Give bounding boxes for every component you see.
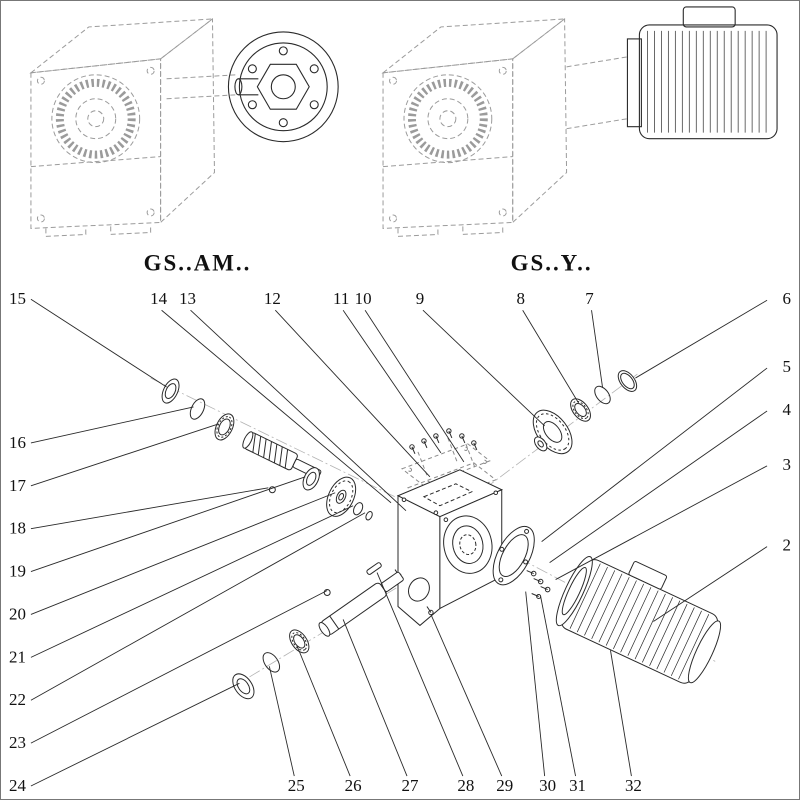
callout-23: 23 bbox=[9, 733, 26, 752]
leader-line-5 bbox=[541, 367, 768, 543]
motor-front-flange bbox=[626, 38, 642, 128]
spacer-ring bbox=[365, 510, 373, 521]
leader-line-9 bbox=[422, 309, 545, 427]
input-shaft-seal bbox=[161, 378, 180, 404]
callout-15: 15 bbox=[9, 289, 26, 308]
leader-line-12 bbox=[274, 309, 431, 478]
shim-ring bbox=[617, 370, 638, 392]
leader-line-21 bbox=[30, 505, 354, 658]
leader-line-3 bbox=[555, 465, 768, 580]
gearbox-housing-sketch-2 bbox=[381, 17, 628, 237]
leader-line-19 bbox=[30, 476, 306, 572]
leader-line-32 bbox=[610, 650, 632, 777]
callout-8: 8 bbox=[516, 289, 524, 308]
leader-line-20 bbox=[30, 492, 336, 615]
callout-3: 3 bbox=[783, 455, 791, 474]
callout-26: 26 bbox=[345, 776, 362, 795]
motor-flange bbox=[492, 525, 535, 586]
figure-caption-gs-y: GS..Y.. bbox=[511, 250, 593, 275]
callout-31: 31 bbox=[569, 776, 586, 795]
leader-line-15 bbox=[30, 298, 167, 388]
callout-22: 22 bbox=[9, 690, 26, 709]
leader-line-28 bbox=[376, 572, 464, 777]
callout-16: 16 bbox=[9, 433, 26, 452]
leader-line-16 bbox=[30, 406, 194, 444]
input-bearing-inner bbox=[302, 467, 320, 491]
leader-line-8 bbox=[522, 309, 579, 404]
exploded-view: 1514131211109876543216171819202122232425… bbox=[9, 289, 792, 795]
callout-7: 7 bbox=[585, 289, 593, 308]
callout-9: 9 bbox=[416, 289, 424, 308]
output-flange-solid bbox=[227, 31, 339, 143]
leader-line-2 bbox=[653, 546, 768, 622]
gear-bore bbox=[537, 440, 544, 448]
motor bbox=[555, 556, 722, 684]
leader-line-6 bbox=[635, 299, 768, 379]
output-seal bbox=[232, 673, 255, 700]
leader-line-13 bbox=[190, 309, 407, 512]
shaft-key bbox=[366, 562, 382, 575]
callout-20: 20 bbox=[9, 604, 26, 623]
worm-shaft bbox=[242, 431, 322, 479]
leader-line-30 bbox=[525, 591, 546, 777]
leader-line-24 bbox=[30, 682, 240, 787]
gear-housing bbox=[396, 469, 503, 627]
output-shaft bbox=[318, 571, 404, 637]
callout-12: 12 bbox=[264, 289, 281, 308]
callout-18: 18 bbox=[9, 519, 26, 538]
callout-27: 27 bbox=[402, 776, 419, 795]
gear-hub bbox=[533, 436, 548, 452]
leader-line-11 bbox=[342, 309, 442, 454]
input-retaining-ring bbox=[189, 398, 206, 420]
leader-line-4 bbox=[549, 410, 768, 563]
callout-14: 14 bbox=[150, 289, 167, 308]
gear-circlip bbox=[594, 385, 611, 405]
gearbox-housing-sketch bbox=[29, 17, 237, 237]
output-circlip bbox=[262, 652, 281, 673]
figure-gs-y: GS..Y.. bbox=[381, 6, 778, 275]
callout-11: 11 bbox=[333, 289, 349, 308]
callout-2: 2 bbox=[783, 536, 791, 555]
leader-line-17 bbox=[30, 423, 219, 487]
callout-28: 28 bbox=[457, 776, 474, 795]
leader-line-22 bbox=[30, 512, 366, 701]
output-bearing bbox=[289, 629, 310, 654]
callout-5: 5 bbox=[783, 357, 791, 376]
callout-13: 13 bbox=[179, 289, 196, 308]
callout-29: 29 bbox=[496, 776, 513, 795]
callout-21: 21 bbox=[9, 647, 26, 666]
figure-caption-gs-am: GS..AM.. bbox=[144, 250, 252, 275]
callout-32: 32 bbox=[625, 776, 642, 795]
leader-line-7 bbox=[591, 310, 603, 388]
callout-25: 25 bbox=[288, 776, 305, 795]
leader-line-10 bbox=[364, 309, 465, 463]
leader-line-18 bbox=[30, 487, 269, 530]
shaft-pin bbox=[323, 589, 331, 597]
leader-line-25 bbox=[268, 666, 295, 777]
leader-line-23 bbox=[30, 590, 328, 744]
thrust-washer bbox=[353, 502, 364, 516]
flange-bolts bbox=[526, 570, 551, 600]
leader-line-14 bbox=[161, 309, 392, 504]
callout-19: 19 bbox=[9, 562, 26, 581]
leader-line-27 bbox=[342, 619, 408, 777]
motor-terminal-box bbox=[628, 561, 668, 590]
leader-line-31 bbox=[540, 596, 577, 777]
callout-10: 10 bbox=[355, 289, 372, 308]
terminal-box bbox=[682, 6, 736, 28]
callout-17: 17 bbox=[9, 476, 26, 495]
callout-6: 6 bbox=[783, 289, 791, 308]
callout-24: 24 bbox=[9, 776, 26, 795]
figure-gs-am: GS..AM.. bbox=[29, 17, 339, 275]
callout-30: 30 bbox=[539, 776, 556, 795]
gear-bearing bbox=[570, 398, 591, 422]
callout-4: 4 bbox=[783, 400, 792, 419]
motor-solid bbox=[626, 6, 778, 140]
input-bearing-outer bbox=[214, 413, 235, 441]
leader-line-29 bbox=[430, 614, 503, 777]
worm-wheel bbox=[326, 476, 357, 517]
leader-line-26 bbox=[296, 646, 351, 777]
